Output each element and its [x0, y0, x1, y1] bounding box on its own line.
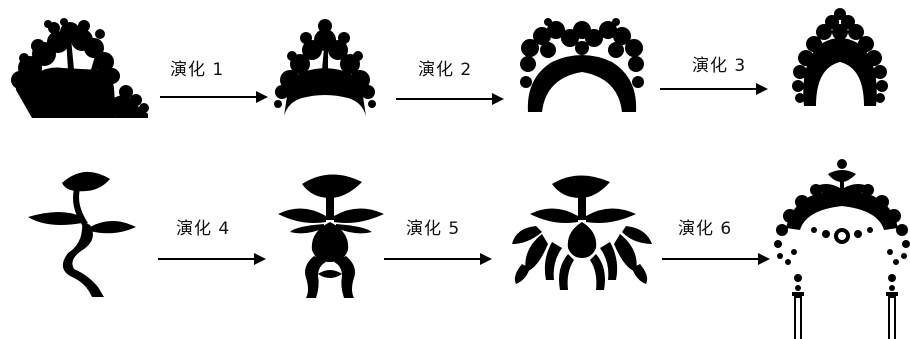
- arrow-2: [396, 92, 506, 106]
- tree-arch-silhouette: [270, 18, 380, 120]
- bonsai-tree-silhouette: [8, 18, 153, 123]
- tall-tree-arch-silhouette: [788, 6, 892, 110]
- sprout-cluster-silhouette: [512, 172, 652, 296]
- arrow-3: [660, 82, 770, 96]
- arrow-6: [662, 252, 772, 266]
- arrow-1: [160, 90, 270, 104]
- arrow-label-3: 演化 3: [692, 51, 746, 76]
- arrow-label-2: 演化 2: [418, 55, 472, 80]
- arrow-label-5: 演化 5: [406, 214, 460, 239]
- sprout-silhouette: [26, 165, 138, 300]
- arrow-label-6: 演化 6: [678, 214, 732, 239]
- knotted-sprout-silhouette: [276, 170, 386, 300]
- arrow-4: [158, 252, 268, 266]
- ornament-arch-silhouette: [772, 158, 910, 339]
- wide-tree-arch-silhouette: [518, 18, 646, 116]
- arrow-label-4: 演化 4: [176, 214, 230, 239]
- arrow-5: [384, 252, 494, 266]
- arrow-label-1: 演化 1: [170, 55, 224, 80]
